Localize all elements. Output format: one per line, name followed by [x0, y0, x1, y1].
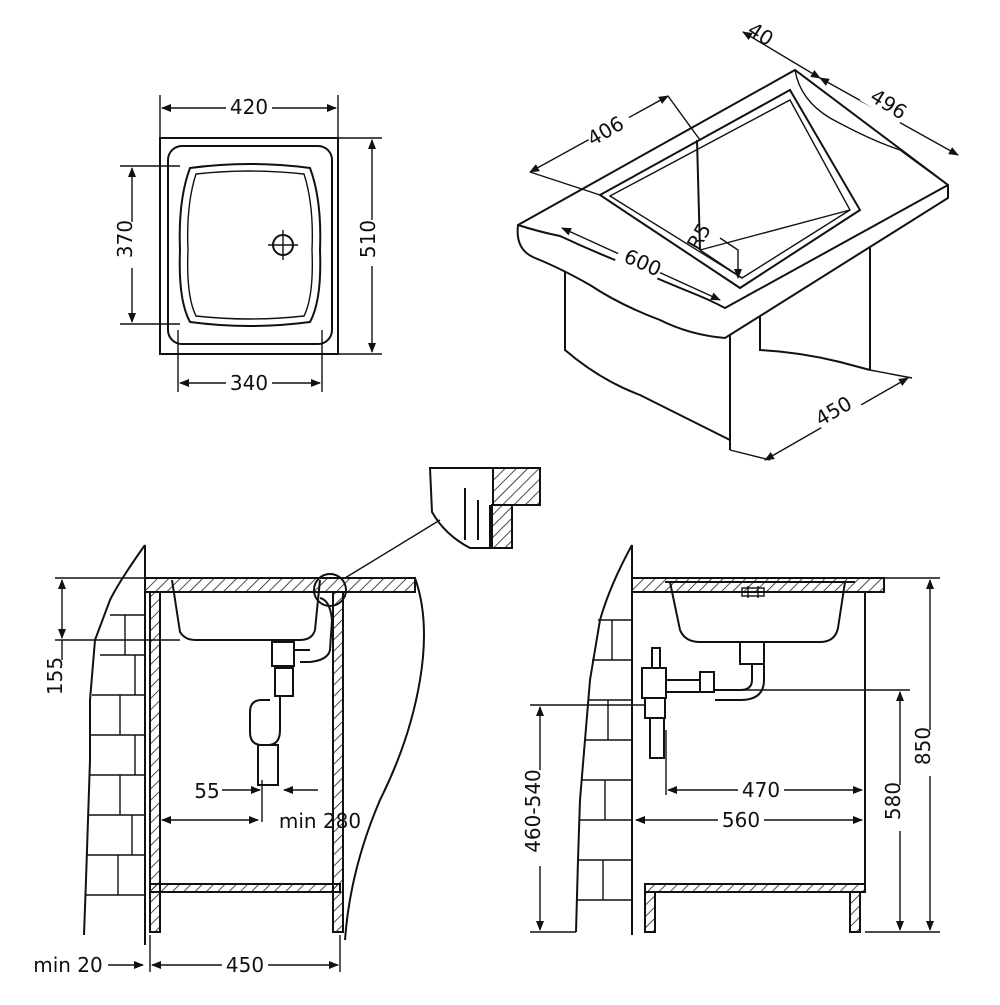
dim-right-drain-height: 580	[881, 782, 905, 820]
dim-left-min-wall: min 20	[33, 953, 103, 977]
dim-right-range: 460-540	[521, 769, 545, 853]
top-view: 420 510 370 340	[113, 95, 383, 395]
side-view-left: 155 55 min 280 min 20 450	[33, 544, 425, 977]
sink-inner-rim	[167, 145, 333, 345]
dim-left-depth: 155	[43, 657, 67, 695]
side-view-right: 460-540 470 560 580 850	[521, 544, 941, 935]
dim-left-cabinet: 450	[226, 953, 264, 977]
sink-bowl-inner	[187, 170, 313, 320]
siphon	[249, 641, 310, 786]
wall-left	[83, 544, 146, 936]
dim-top-width-outer: 420	[230, 95, 268, 119]
sink-bowl-section	[171, 579, 321, 641]
drain-pipe	[641, 641, 765, 759]
detail-callout	[313, 467, 541, 607]
dim-top-width-bowl: 340	[230, 371, 268, 395]
dim-iso-thickness: 40	[744, 17, 778, 51]
sink-outer-rim	[159, 137, 339, 355]
wall-right	[575, 544, 633, 933]
dim-right-dist-b: 560	[722, 808, 760, 832]
iso-view: 40 496 406 600 R5 450	[516, 17, 959, 461]
dim-right-dist-a: 470	[742, 778, 780, 802]
cabinet-front	[564, 272, 731, 441]
dim-right-total-height: 850	[911, 727, 935, 765]
sink-bowl	[178, 163, 322, 327]
overflow-icon	[741, 586, 765, 598]
dim-left-offset: 55	[194, 779, 219, 803]
dim-left-min-drain: min 280	[279, 809, 361, 833]
drain-icon	[268, 230, 298, 260]
dim-top-height-bowl: 370	[113, 220, 137, 258]
dim-top-height-outer: 510	[356, 220, 380, 258]
